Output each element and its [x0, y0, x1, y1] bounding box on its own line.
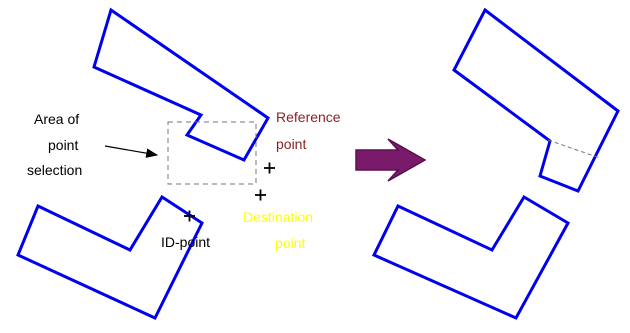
destination-label-line2: point [275, 235, 305, 251]
reference-label-line1: Reference [276, 109, 341, 125]
area-label-line3: selection [27, 162, 82, 178]
reference-point-marker [264, 162, 275, 174]
top-right-shape [452, 7, 620, 193]
reference-label-line2: point [276, 136, 306, 152]
before-state: Area of point selection Reference point … [16, 7, 341, 320]
selection-pointer-arrow [104, 145, 159, 158]
area-label-line2: point [48, 137, 78, 153]
area-label-line1: Area of [34, 111, 79, 127]
id-point-marker [184, 210, 195, 222]
destination-label-line1: Destination [243, 209, 313, 225]
destination-point-marker [255, 189, 266, 201]
merged-edge-dashed [547, 139, 601, 159]
id-point-label: ID-point [161, 234, 210, 250]
bottom-left-shape [16, 194, 204, 320]
right-arrow-icon [355, 138, 427, 182]
top-left-shape [92, 7, 270, 162]
point-selection-area [167, 121, 257, 185]
bottom-right-shape [371, 194, 571, 320]
after-state [371, 7, 620, 320]
